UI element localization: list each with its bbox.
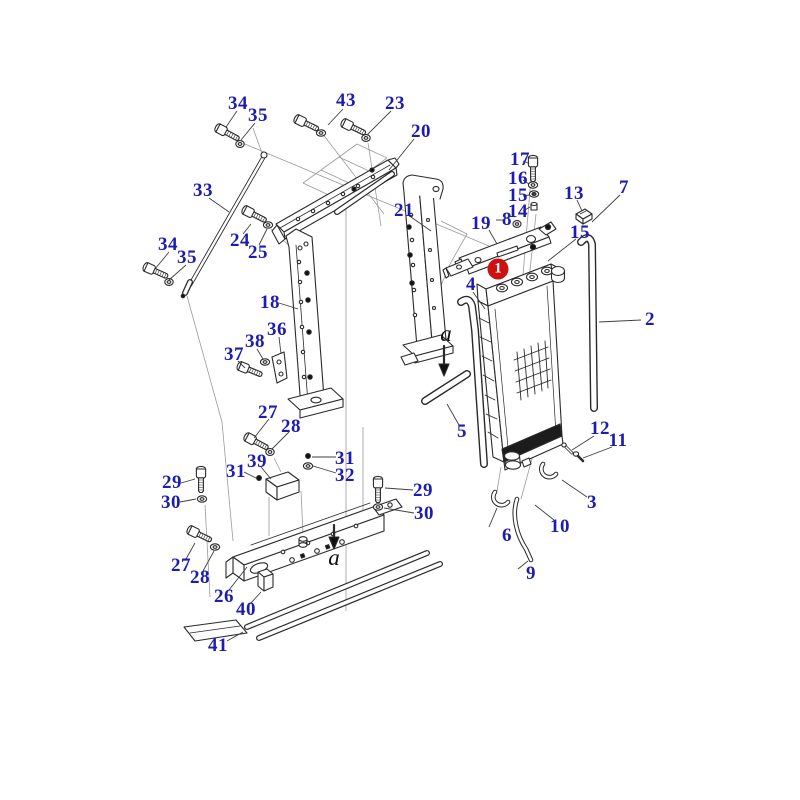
seal-strip-short xyxy=(421,370,471,405)
fasteners xyxy=(141,113,384,551)
box-39 xyxy=(265,471,300,501)
strips-41 xyxy=(183,550,443,642)
screw-11 xyxy=(572,451,585,463)
stay-rod xyxy=(180,151,268,299)
bolt-17-stack xyxy=(527,154,540,211)
clip-13 xyxy=(575,208,593,225)
seal-strip-right xyxy=(577,234,598,412)
clamp-6 xyxy=(491,489,511,508)
block-40 xyxy=(257,568,274,592)
screw-12 xyxy=(561,442,574,455)
parts xyxy=(141,113,598,642)
hose-10 xyxy=(512,496,534,563)
leader-lines xyxy=(154,108,642,642)
clamp-3 xyxy=(539,461,559,480)
left-post xyxy=(285,228,344,419)
seal-strip-left xyxy=(457,295,488,468)
radiator xyxy=(476,263,566,471)
section-arrows xyxy=(328,344,450,550)
bottom-frame xyxy=(225,498,403,582)
right-post xyxy=(400,174,454,366)
top-beam xyxy=(271,157,400,245)
